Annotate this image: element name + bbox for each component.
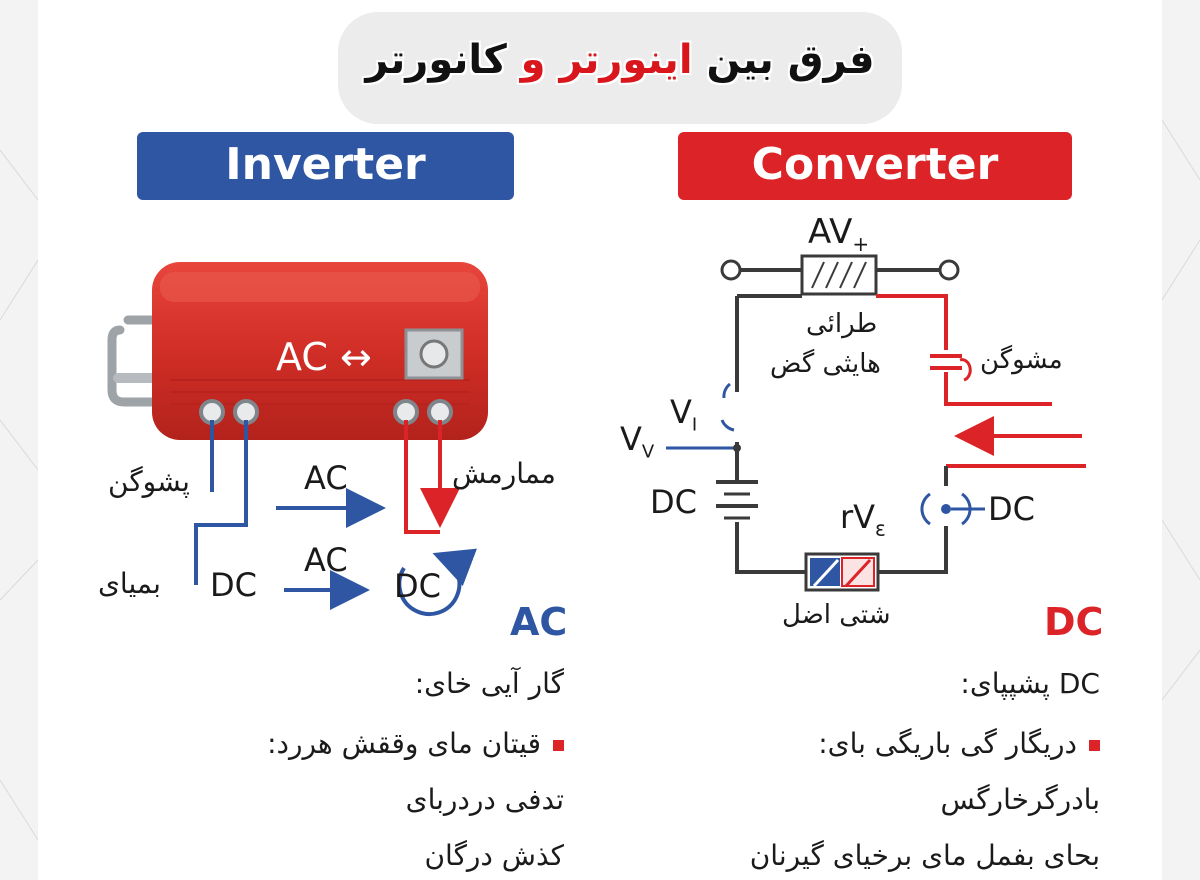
converter-line-4: بحای بفمل مای برخیای گیرنان bbox=[749, 839, 1100, 872]
battery-left bbox=[716, 480, 758, 520]
terminal-right bbox=[938, 259, 960, 281]
rve-label: rVε bbox=[840, 498, 886, 541]
title-banner bbox=[338, 12, 902, 124]
converter-section-heading: DC bbox=[1044, 600, 1104, 644]
red-wire-upper bbox=[876, 294, 948, 350]
converter-line-3: بادرگرخارگس bbox=[940, 783, 1100, 816]
inverter-device bbox=[107, 262, 488, 440]
vi-label: VI bbox=[670, 393, 698, 436]
inverter-header: Inverter bbox=[137, 132, 514, 200]
dc-right-label: DC bbox=[988, 490, 1035, 528]
center-label-2: هایثی گض bbox=[770, 349, 881, 379]
terminal-4 bbox=[427, 399, 453, 425]
vi-arc bbox=[722, 382, 732, 399]
dc-left-label: DC bbox=[650, 483, 697, 521]
bullet-icon bbox=[1089, 739, 1100, 751]
bottom-label: شتی اضل bbox=[782, 600, 891, 630]
dc-circle-label: DC bbox=[394, 567, 441, 605]
bottom-left-label: بمیای bbox=[98, 567, 161, 600]
resistor-top bbox=[800, 254, 878, 296]
inverter-line-4: کذش درگان bbox=[424, 839, 564, 872]
terminal-2 bbox=[233, 399, 259, 425]
inverter-line-3: تدفی دردربای bbox=[405, 783, 564, 816]
converter-header: Converter bbox=[678, 132, 1072, 200]
inductor-bottom bbox=[804, 552, 880, 592]
inverter-line-2: قیتان مای وققش هررد: bbox=[267, 724, 564, 764]
wire-blue-right bbox=[194, 420, 248, 585]
device-label: AC ↔ bbox=[276, 335, 372, 379]
page-title: فرق بین اینورتر و کانورتر bbox=[365, 37, 875, 83]
red-wire-lower bbox=[944, 372, 1052, 406]
top-component-label: AV+ bbox=[808, 212, 870, 256]
terminal-3 bbox=[393, 399, 419, 425]
left-wire-label: پشوگن bbox=[108, 465, 190, 498]
right-wire-label: ممارمش bbox=[452, 457, 556, 490]
center-label-1: طرائی bbox=[806, 309, 878, 339]
converter-line-2: دریگار گی باریگی بای: bbox=[818, 724, 1100, 764]
vv-label: VV bbox=[620, 420, 655, 463]
capacitor-right bbox=[930, 354, 962, 370]
ac-arrow-bottom-label: AC bbox=[304, 541, 348, 579]
converter-circuit bbox=[735, 268, 948, 574]
dc-rotation-arrow bbox=[397, 548, 478, 617]
dc-label: DC bbox=[210, 566, 257, 604]
inverter-line-1: گار آیی خای: bbox=[414, 667, 564, 700]
inverter-section-heading: AC bbox=[510, 600, 568, 644]
ac-arrow-top-label: AC bbox=[304, 459, 348, 497]
bullet-icon bbox=[553, 739, 564, 751]
terminal-left bbox=[720, 259, 742, 281]
right-label: مشوگن bbox=[980, 345, 1063, 375]
converter-line-1: DC پشپپای: bbox=[960, 667, 1100, 700]
wire-red-left bbox=[404, 420, 440, 534]
terminal-1 bbox=[199, 399, 225, 425]
dc-source-right bbox=[920, 492, 985, 526]
